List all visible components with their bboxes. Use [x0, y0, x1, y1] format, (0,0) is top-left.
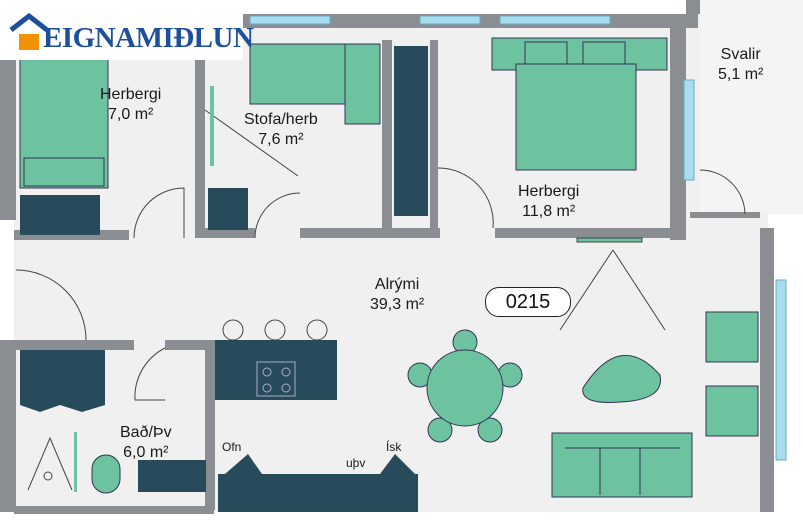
bathroom-fixtures — [20, 350, 206, 494]
brand-logo: EIGNAMIÐLUN — [0, 0, 254, 60]
double-bed — [491, 37, 668, 171]
sofa — [551, 432, 693, 498]
door-swings — [15, 109, 746, 401]
room-label-herbergi-2: Herbergi 11,8 m² — [518, 183, 580, 220]
dining-table — [407, 329, 523, 443]
label-oven: Ofn — [222, 440, 242, 454]
room-label-svalir: Svalir 5,1 m² — [718, 46, 764, 83]
wardrobe — [394, 46, 428, 216]
tv-lines — [559, 237, 666, 331]
kitchen-island — [215, 319, 337, 400]
room-label-bad-thv: Bað/Þv 6,0 m² — [120, 424, 172, 461]
label-fridge: Ísk — [386, 440, 402, 454]
label-dishwasher: uþv — [346, 456, 366, 470]
room-label-herbergi-1: Herbergi 7,0 m² — [100, 86, 162, 123]
balcony-floor — [700, 0, 803, 214]
stofa-furniture — [208, 43, 381, 230]
ottoman — [582, 354, 661, 403]
unit-number-badge: 0215 — [485, 287, 571, 317]
armchairs — [705, 311, 759, 437]
room-label-alrymi: Alrými 39,3 m² — [370, 276, 425, 313]
brand-name: EIGNAMIÐLUN — [43, 22, 254, 54]
room-label-stofa-herb: Stofa/herb 7,6 m² — [244, 111, 318, 148]
kitchen-counter — [218, 454, 418, 512]
windows — [249, 15, 787, 461]
bed-small — [19, 57, 109, 235]
house-icon — [9, 12, 49, 50]
